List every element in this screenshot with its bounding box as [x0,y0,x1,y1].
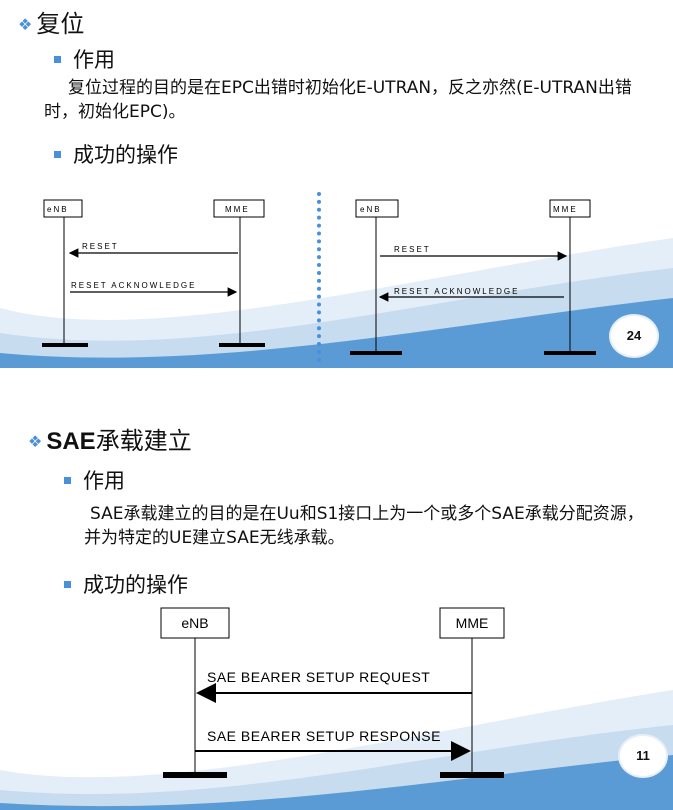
section-heading-purpose: 作用 [54,44,115,74]
lifeline-end-enb [350,351,402,355]
message-label: RESET [394,245,431,254]
message-label: SAE BEARER SETUP RESPONSE [207,728,441,744]
message-label: RESET [82,242,119,251]
node-label-enb: eNB [181,615,208,631]
purpose-paragraph: SAE承载建立的目的是在Uu和S1接口上为一个或多个SAE承载分配资源，并为特定… [84,504,644,548]
node-box-mme [439,607,505,639]
slide-title: ❖复位 [18,10,85,38]
section-heading-purpose: 作用 [64,465,125,495]
lifeline-end-mme [544,351,596,355]
page-number-badge: 11 [620,736,666,776]
square-bullet-icon [54,56,61,63]
slide-sae-bearer-setup: ❖SAE承载建立 作用 SAE承载建立的目的是在Uu和S1接口上为一个或多个SA… [0,418,673,810]
node-box-enb [355,199,399,218]
decorative-wave [0,690,673,810]
lifeline-end-mme [440,772,504,778]
message-label: RESET ACKNOWLEDGE [71,281,196,290]
section-heading-success: 成功的操作 [54,139,178,169]
square-bullet-icon [64,581,71,588]
section-heading-success: 成功的操作 [64,569,188,599]
sequence-diagram: eNB MME SAE BEARER SETUP REQUEST SAE BEA… [160,607,505,778]
slide-title: ❖SAE承载建立 [28,427,192,455]
message-label: SAE BEARER SETUP REQUEST [207,669,430,685]
lifeline-end-enb [42,343,88,347]
node-label-mme: MME [456,615,489,631]
node-label-mme: MME [225,205,250,214]
square-bullet-icon [64,477,71,484]
square-bullet-icon [54,151,61,158]
diagram-divider [317,192,321,362]
slide-reset: ❖复位 作用 复位过程的目的是在EPC出错时初始化E-UTRAN，反之亦然(E-… [0,0,673,368]
node-box-enb [160,607,230,639]
node-box-mme [213,199,265,218]
node-box-enb [43,199,83,218]
lifeline-end-enb [163,772,227,778]
node-label-enb: eNB [360,205,382,214]
decorative-wave [0,238,673,368]
page-number-badge: 24 [611,316,657,356]
sequence-diagram-right: eNB MME RESET RESET ACKNOWLEDGE [350,199,596,355]
diamond-bullet-icon: ❖ [28,432,43,451]
lifeline-end-mme [219,343,265,347]
sequence-diagram-left: eNB MME RESET RESET ACKNOWLEDGE [42,199,265,347]
message-label: RESET ACKNOWLEDGE [394,287,519,296]
purpose-paragraph: 复位过程的目的是在EPC出错时初始化E-UTRAN，反之亦然(E-UTRAN出错… [44,78,632,122]
node-label-mme: MME [553,205,578,214]
diamond-bullet-icon: ❖ [18,15,33,34]
node-label-enb: eNB [47,205,69,214]
